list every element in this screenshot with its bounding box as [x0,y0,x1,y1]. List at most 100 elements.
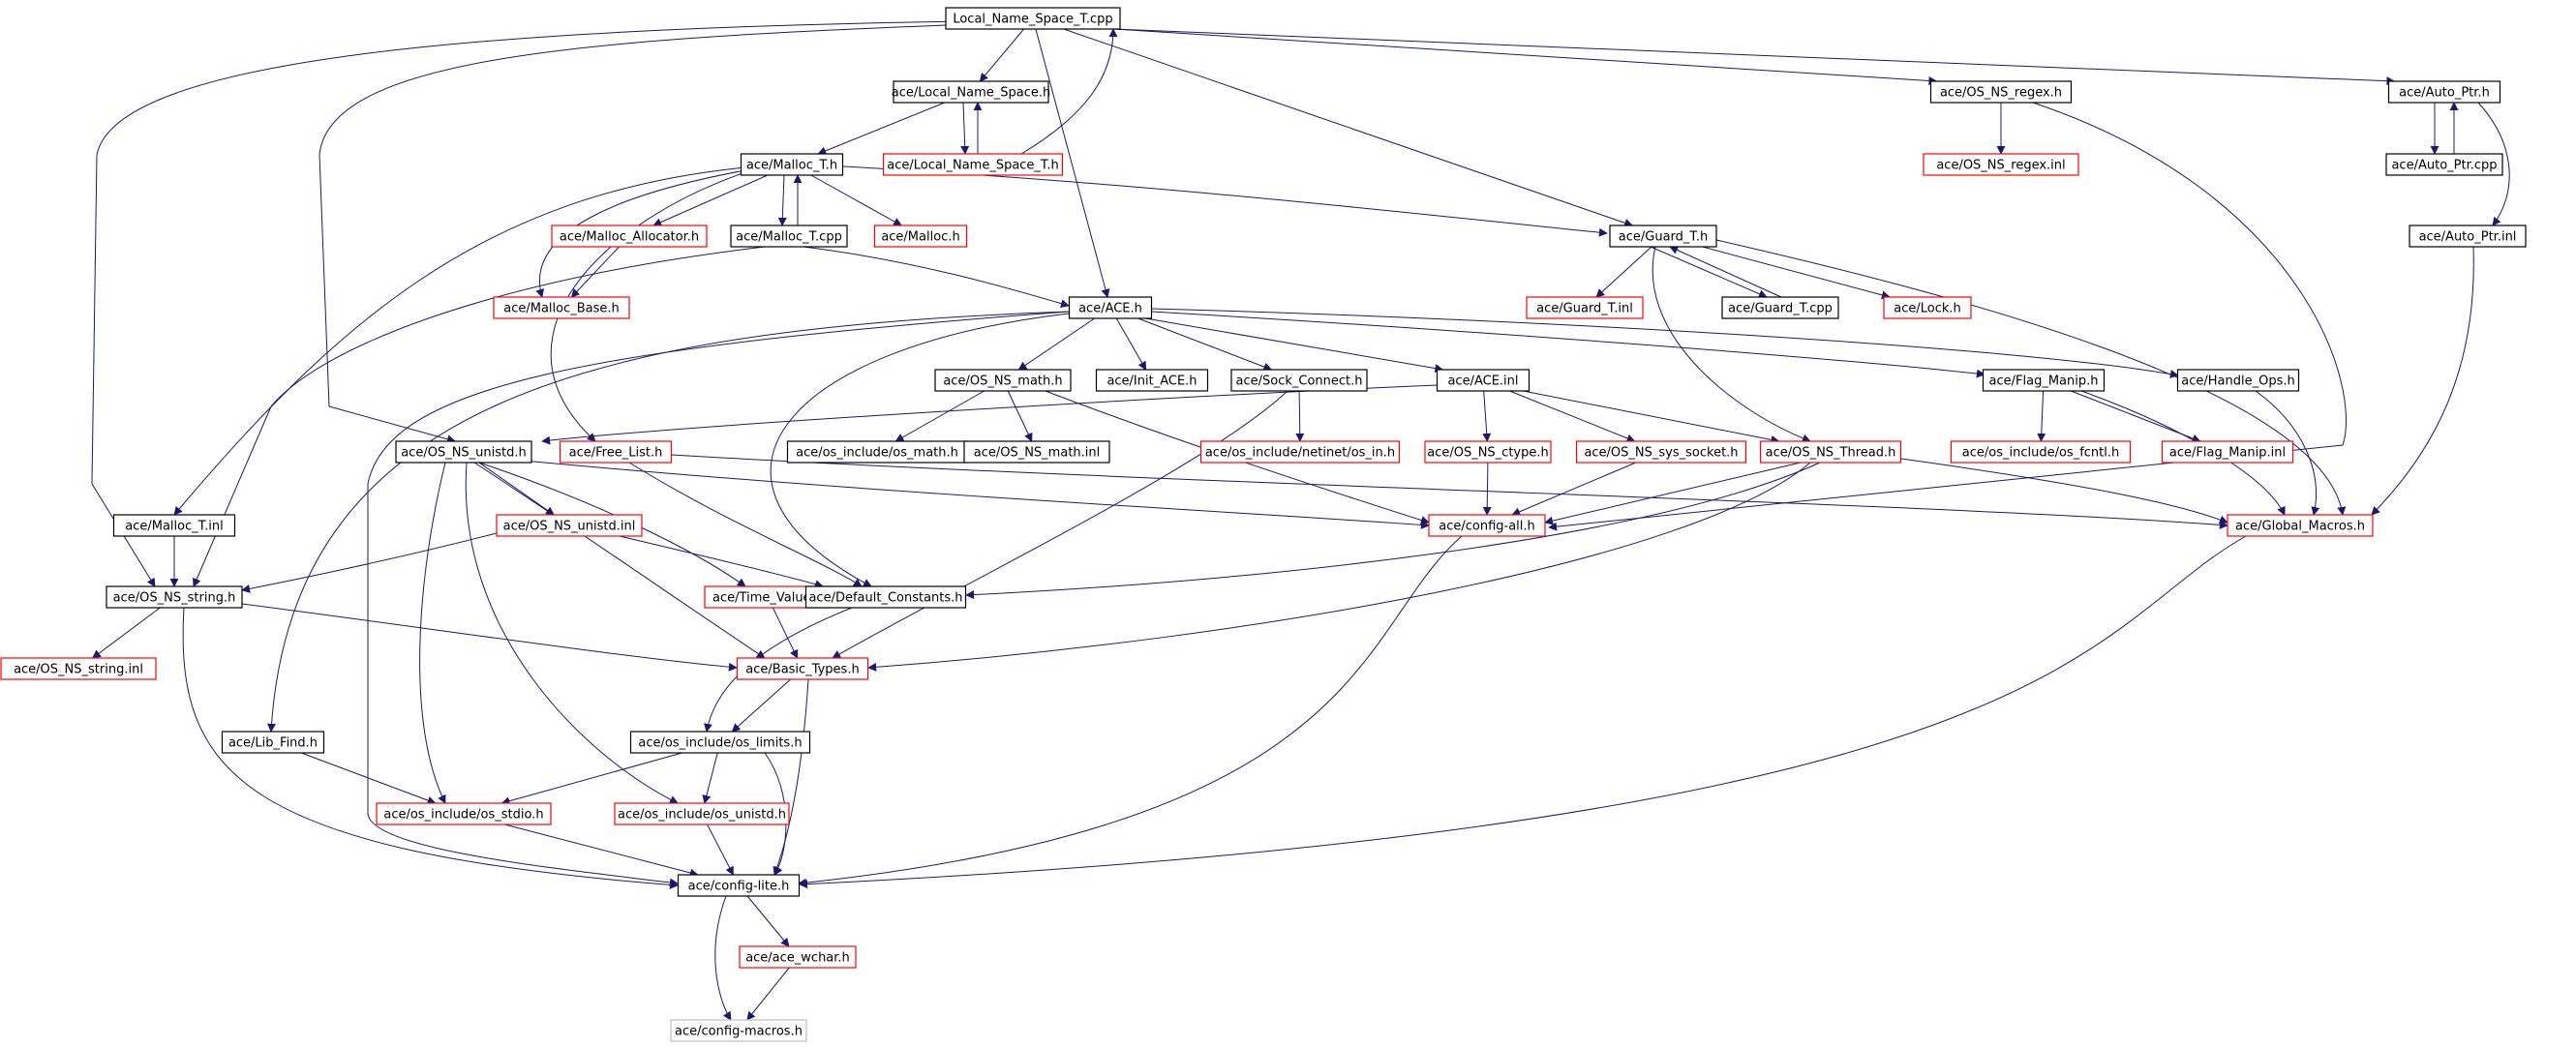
node-unistd_inl[interactable]: ace/OS_NS_unistd.inl [496,514,643,537]
edge-ace_inl-to-thread_h [1523,390,1780,444]
edge-os_stdio_h-to-config_lite_h [504,823,699,878]
edge-ace_h-to-flag_manip_h [1150,311,1985,378]
edge-root-to-lns_h [979,28,1025,82]
node-label: ace/Global_Macros.h [2235,520,2365,534]
node-label: ace/os_include/os_limits.h [638,736,802,751]
node-sys_socket_h[interactable]: ace/OS_NS_sys_socket.h [1575,440,1747,464]
node-os_ns_unistd_h[interactable]: ace/OS_NS_unistd.h [395,440,532,464]
edge-os_ns_unistd_h-to-os_unistd_h [465,462,679,804]
node-fcntl_h[interactable]: ace/os_include/os_fcntl.h [1950,440,2132,464]
node-config_all_h[interactable]: ace/config-all.h [1428,514,1546,537]
node-global_macros_h[interactable]: ace/Global_Macros.h [2227,514,2374,537]
node-malloc_t_cpp[interactable]: ace/Malloc_T.cpp [730,225,848,248]
node-lock_h[interactable]: ace/Lock.h [1883,296,1972,319]
edge-guard_t_h-to-thread_h [1652,246,1811,443]
node-label: ace/Lib_Find.h [228,736,318,751]
node-label: ace/os_include/os_unistd.h [618,808,786,823]
node-label: ace/Init_ACE.h [1106,374,1197,389]
node-netinet_in_h[interactable]: ace/os_include/netinet/os_in.h [1199,440,1401,464]
node-os_ns_math_inl[interactable]: ace/OS_NS_math.inl [963,440,1110,464]
node-os_ns_math_h[interactable]: ace/OS_NS_math.h [934,369,1072,392]
node-label: ace/ACE.h [1078,302,1142,316]
edge-malloc_t_h-to-malloc_t_cpp [777,174,787,226]
edge-guard_t_h-to-lock_h [1702,246,1891,300]
edge-os_ns_unistd_h-to-config_all_h [512,459,1430,529]
node-label: ace/Guard_T.inl [1536,302,1633,316]
node-box [496,514,643,537]
node-os_math_h[interactable]: ace/os_include/os_math.h [786,440,968,464]
node-free_list_h[interactable]: ace/Free_List.h [559,440,673,464]
node-label: Local_Name_Space_T.cpp [953,13,1112,27]
node-default_constants_h[interactable]: ace/Default_Constants.h [804,585,967,609]
node-malloc_base_h[interactable]: ace/Malloc_Base.h [493,296,630,319]
node-flag_manip_h[interactable]: ace/Flag_Manip.h [1982,369,2106,392]
node-auto_ptr_h[interactable]: ace/Auto_Ptr.h [2387,80,2501,104]
node-os_limits_h[interactable]: ace/os_include/os_limits.h [629,731,811,754]
node-os_unistd_h[interactable]: ace/os_include/os_unistd.h [614,802,790,825]
node-guard_t_inl[interactable]: ace/Guard_T.inl [1526,296,1644,319]
node-root[interactable]: Local_Name_Space_T.cpp [945,7,1121,30]
node-config_lite_h[interactable]: ace/config-lite.h [677,874,801,897]
node-label: ace/OS_NS_math.inl [974,446,1101,461]
node-os_ns_string_h[interactable]: ace/OS_NS_string.h [106,585,243,609]
edge-os_ns_unistd_h-to-os_stdio_h [419,462,446,804]
edge-os_ns_string_h-to-config_lite_h [182,607,679,889]
node-ace_inl[interactable]: ace/ACE.inl [1436,369,1530,392]
node-box [882,153,1064,176]
node-init_ace_h[interactable]: ace/Init_ACE.h [1095,369,1209,392]
edge-thread_h-to-global_macros_h [1900,458,2228,524]
node-malloc_t_inl[interactable]: ace/Malloc_T.inl [112,514,236,537]
node-box [730,225,848,248]
node-box [614,802,790,825]
node-box [493,296,630,319]
node-regex_h[interactable]: ace/OS_NS_regex.h [1929,80,2073,104]
node-os_ns_string_inl[interactable]: ace/OS_NS_string.inl [0,657,157,680]
node-malloc_t_h[interactable]: ace/Malloc_T.h [740,153,844,176]
node-handle_ops_h[interactable]: ace/Handle_Ops.h [2176,369,2300,392]
node-label: ace/OS_NS_string.h [113,591,236,606]
node-label: ace/Local_Name_Space.h [892,86,1051,101]
node-box [1428,514,1546,537]
node-thread_h[interactable]: ace/OS_NS_Thread.h [1759,440,1902,464]
node-box [2161,440,2294,464]
node-malloc_alloc_h[interactable]: ace/Malloc_Allocator.h [551,225,708,248]
node-sock_connect_h[interactable]: ace/Sock_Connect.h [1230,369,1368,392]
node-box [1883,296,1972,319]
node-box [2385,153,2503,176]
node-lns_h[interactable]: ace/Local_Name_Space.h [892,80,1051,104]
node-guard_t_cpp[interactable]: ace/Guard_T.cpp [1721,296,1839,319]
node-ace_wchar_h[interactable]: ace/ace_wchar.h [739,945,857,969]
edge-auto_ptr_h-to-auto_ptr_inl [2477,102,2510,226]
edge-lnst_h-to-root [1020,28,1118,155]
node-lnst_h[interactable]: ace/Local_Name_Space_T.h [882,153,1064,176]
edge-guard_t_h-to-guard_t_cpp [1650,246,1768,298]
node-ace_h[interactable]: ace/ACE.h [1068,296,1153,319]
node-box [1068,296,1153,319]
node-box [739,945,857,969]
node-label: ace/Guard_T.cpp [1728,302,1833,316]
edge-ace_inl-to-os_ns_unistd_h [541,384,1439,445]
node-os_stdio_h[interactable]: ace/os_include/os_stdio.h [376,802,552,825]
node-ctype_h[interactable]: ace/OS_NS_ctype.h [1424,440,1552,464]
node-regex_inl[interactable]: ace/OS_NS_regex.inl [1923,153,2079,176]
node-label: ace/config-lite.h [688,880,790,894]
edge-guard_t_h-to-global_macros_h [1715,239,2347,516]
edge-global_macros_h-to-config_lite_h [799,535,2247,889]
edge-config_lite_h-to-ace_wchar_h [746,895,790,947]
node-malloc_h[interactable]: ace/Malloc.h [873,225,968,248]
node-flag_manip_inl[interactable]: ace/Flag_Manip.inl [2161,440,2294,464]
edge-free_list_h-to-default_constants_h [628,462,863,587]
node-config_macros_h[interactable]: ace/config-macros.h [670,1019,807,1042]
node-label: ace/Guard_T.h [1619,230,1708,245]
node-label: ace/os_include/os_math.h [796,446,958,461]
node-auto_ptr_inl[interactable]: ace/Auto_Ptr.inl [2409,225,2527,248]
node-lib_find_h[interactable]: ace/Lib_Find.h [221,731,325,754]
edge-ace_h-to-handle_ops_h [1150,308,2179,378]
node-box [2409,225,2527,248]
node-label: ace/OS_NS_ctype.h [1427,446,1549,461]
node-auto_ptr_cpp[interactable]: ace/Auto_Ptr.cpp [2385,153,2503,176]
node-guard_t_h[interactable]: ace/Guard_T.h [1609,225,1717,248]
node-basic_types_h[interactable]: ace/Basic_Types.h [736,657,869,680]
node-label: ace/config-all.h [1439,520,1535,534]
node-label: ace/Auto_Ptr.cpp [2391,159,2497,173]
